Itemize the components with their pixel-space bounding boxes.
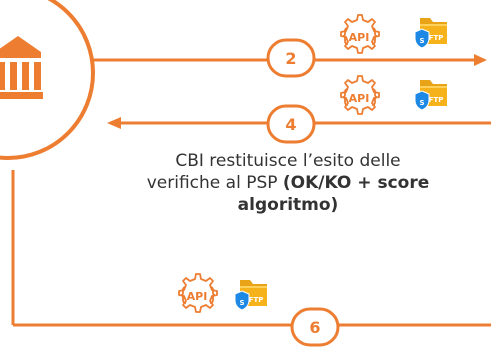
caption-bold-1: (OK/KO + score [282,173,430,193]
api-icon: API [340,14,380,54]
step-2-label: 2 [285,49,296,68]
sftp-shield-letter: S [419,99,424,107]
arrow-head-right-icon [474,54,487,66]
bank-icon [0,36,43,99]
bank-node [0,0,95,160]
caption-line-2: verifiche al PSP [146,173,283,193]
sftp-shield-letter: S [419,37,424,45]
step-badge-2: 2 [266,38,316,78]
sftp-folder-icon: S FTP [234,279,268,311]
sftp-folder-icon: S FTP [414,79,448,111]
step-6-label: 6 [309,318,320,337]
api-icon-label: API [349,31,370,44]
step-4-label: 4 [285,115,296,134]
connector-step-6 [11,170,491,327]
sftp-folder-icon: S FTP [414,17,448,49]
caption-bold-2: algoritmo) [237,195,339,215]
sftp-ftp-label: FTP [429,96,444,104]
api-icon: API [340,75,380,115]
sftp-ftp-label: FTP [249,296,264,304]
step-4-caption: CBI restituisce l’esito delle verifiche … [103,150,473,216]
api-icon: API [178,273,218,313]
sftp-shield-letter: S [239,299,244,307]
arrow-head-left-icon [107,117,121,129]
caption-line-1: CBI restituisce l’esito delle [175,151,401,171]
sftp-ftp-label: FTP [429,34,444,42]
step-badge-6: 6 [290,307,340,347]
api-icon-label: API [349,92,370,105]
step-badge-4: 4 [266,104,316,144]
api-icon-label: API [187,290,208,303]
